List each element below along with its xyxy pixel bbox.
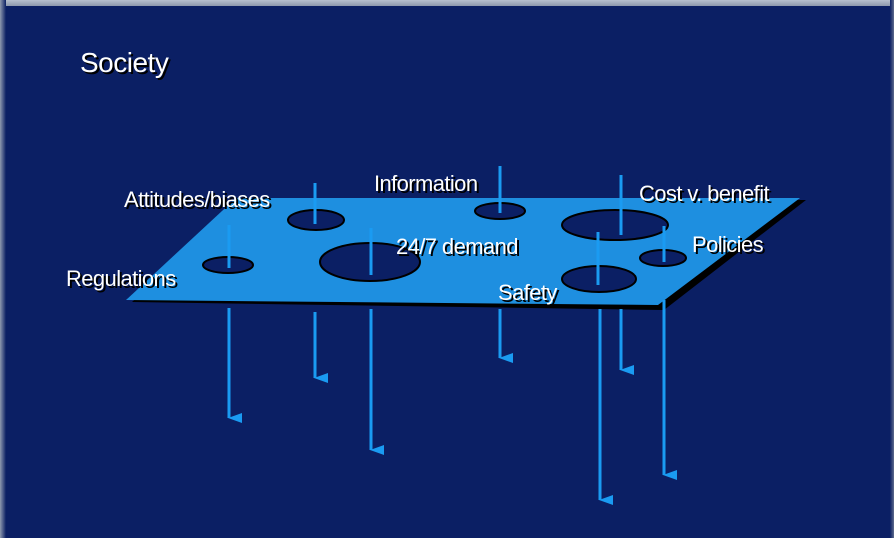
label-policies: Policies — [692, 232, 764, 257]
label-information: Information — [374, 171, 478, 196]
window-right-border — [890, 0, 894, 538]
label-cost-v-benefit: Cost v. benefit — [639, 181, 770, 206]
label-regulations: Regulations — [66, 266, 176, 291]
label-attitudes-biases: Attitudes/biases — [124, 187, 270, 212]
hole-cost — [561, 209, 669, 241]
label-24-7-demand: 24/7 demand — [396, 234, 518, 259]
slide-title: Society — [80, 47, 169, 78]
window-top-border — [0, 0, 894, 6]
label-safety: Safety — [498, 280, 557, 305]
window-left-border — [0, 0, 6, 538]
